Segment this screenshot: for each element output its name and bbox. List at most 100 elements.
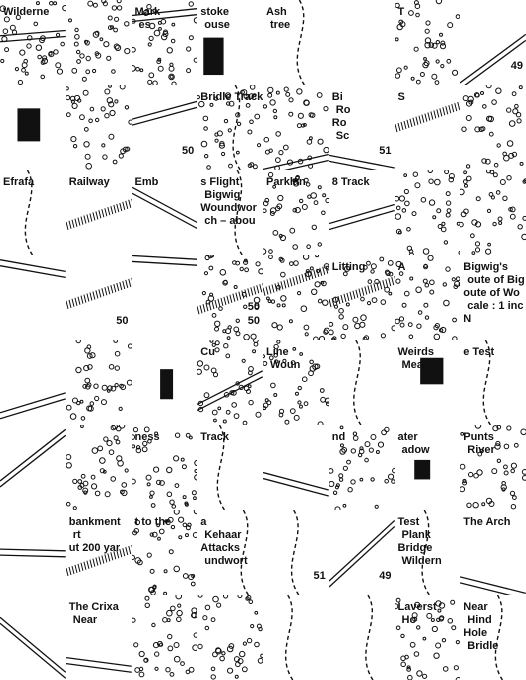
puzzle-tile-r4c3[interactable]: Cu bbox=[197, 340, 263, 425]
puzzle-tile-r0c0[interactable]: Wilderne bbox=[0, 0, 66, 85]
puzzle-tile-r2c1[interactable]: Railway bbox=[65, 170, 132, 255]
grid-reference-number: 50 bbox=[247, 301, 260, 313]
puzzle-tile-r7c0[interactable] bbox=[0, 595, 66, 680]
puzzle-tile-r3c5[interactable]: Litting bbox=[328, 255, 395, 340]
map-fragment bbox=[131, 186, 198, 230]
map-label: Bigwig bbox=[204, 189, 241, 201]
puzzle-tile-r6c5[interactable]: 49 bbox=[328, 510, 395, 595]
dashed-route bbox=[232, 85, 242, 170]
map-label: 8 Track bbox=[331, 176, 370, 188]
puzzle-tile-r3c2[interactable] bbox=[131, 255, 198, 340]
puzzle-tile-r2c0[interactable]: Efrafa bbox=[0, 170, 66, 255]
dashed-route bbox=[494, 595, 504, 680]
puzzle-tile-r7c3[interactable] bbox=[197, 595, 263, 680]
road-edge bbox=[0, 428, 66, 482]
map-label: T bbox=[397, 6, 405, 18]
map-fragment bbox=[197, 255, 263, 340]
dashed-route bbox=[240, 510, 250, 595]
woodland-pattern bbox=[65, 425, 129, 510]
puzzle-tile-r2c6[interactable] bbox=[394, 170, 461, 255]
puzzle-tile-r5c1[interactable] bbox=[65, 425, 132, 510]
puzzle-tile-r1c1[interactable] bbox=[65, 85, 132, 170]
puzzle-tile-r5c5[interactable]: nd bbox=[328, 425, 395, 510]
puzzle-tile-r5c0[interactable] bbox=[0, 425, 66, 510]
puzzle-tile-r1c0[interactable] bbox=[0, 85, 66, 170]
puzzle-tile-r4c2[interactable] bbox=[131, 340, 198, 425]
map-fragment bbox=[296, 0, 305, 85]
road-edge bbox=[65, 656, 132, 667]
puzzle-tile-r3c4[interactable] bbox=[263, 255, 329, 340]
puzzle-tile-r0c6[interactable]: T bbox=[394, 0, 461, 85]
puzzle-tile-r4c5[interactable] bbox=[328, 340, 395, 425]
puzzle-tile-r4c0[interactable] bbox=[0, 340, 66, 425]
map-fragment bbox=[131, 426, 198, 509]
dashed-route bbox=[284, 595, 294, 680]
map-label: Bigwig's bbox=[463, 261, 509, 273]
puzzle-tile-r0c1[interactable] bbox=[65, 0, 132, 85]
puzzle-tile-r5c3[interactable]: Track bbox=[197, 425, 263, 510]
puzzle-tile-r2c4[interactable]: Parklan bbox=[263, 170, 329, 255]
puzzle-tile-r2c2[interactable]: Emb bbox=[131, 170, 198, 255]
puzzle-tile-r0c5[interactable] bbox=[328, 0, 395, 85]
road-edge bbox=[328, 519, 395, 582]
puzzle-tile-r7c5[interactable] bbox=[328, 595, 395, 680]
puzzle-tile-r6c2[interactable]: t to the bbox=[131, 510, 198, 595]
puzzle-tile-r3c1[interactable]: 50 bbox=[65, 255, 132, 340]
map-fragment bbox=[460, 170, 526, 255]
puzzle-tile-r6c7[interactable]: The Arch bbox=[460, 510, 526, 595]
puzzle-tile-r5c2[interactable]: ness bbox=[131, 425, 198, 510]
puzzle-tile-r6c0[interactable] bbox=[0, 510, 66, 595]
puzzle-tile-r6c4[interactable]: 51 bbox=[263, 510, 329, 595]
woodland-pattern bbox=[67, 0, 131, 82]
woodland-pattern bbox=[131, 595, 198, 678]
dashed-route bbox=[24, 170, 34, 255]
railway-hatch bbox=[65, 198, 132, 230]
puzzle-tile-r1c7[interactable] bbox=[460, 85, 526, 170]
puzzle-tile-r1c6[interactable]: S bbox=[394, 85, 461, 170]
map-fragment bbox=[24, 170, 34, 255]
road-edge bbox=[131, 7, 198, 17]
puzzle-tile-r3c6[interactable]: A bbox=[394, 255, 461, 340]
dashed-route bbox=[352, 340, 362, 425]
puzzle-tile-r2c5[interactable]: 8 Track bbox=[328, 170, 395, 255]
puzzle-tile-r7c2[interactable] bbox=[131, 595, 198, 680]
puzzle-tile-r2c7[interactable] bbox=[460, 170, 526, 255]
road-edge bbox=[460, 33, 526, 84]
puzzle-tile-r0c7[interactable]: 49 bbox=[460, 0, 526, 85]
puzzle-tile-r1c2[interactable]: 50 bbox=[131, 85, 198, 170]
puzzle-tile-r1c4[interactable] bbox=[263, 85, 329, 170]
woodland-pattern bbox=[197, 85, 262, 170]
map-label: undwort bbox=[204, 555, 248, 567]
puzzle-tile-r5c4[interactable] bbox=[263, 425, 329, 510]
puzzle-tile-r4c7[interactable]: e Test bbox=[460, 340, 526, 425]
map-label: t to the bbox=[134, 516, 172, 528]
puzzle-tile-r3c0[interactable] bbox=[0, 255, 66, 340]
puzzle-tile-r1c3[interactable]: Bridle Track bbox=[197, 85, 263, 170]
map-label: Hole bbox=[463, 627, 488, 639]
map-label: oute of Wo bbox=[463, 287, 520, 299]
map-fragment bbox=[131, 100, 198, 126]
puzzle-tile-r7c4[interactable] bbox=[263, 595, 329, 680]
map-fragment bbox=[65, 544, 132, 577]
road-edge bbox=[328, 154, 395, 169]
map-fragment bbox=[197, 595, 263, 680]
map-fragment bbox=[0, 259, 66, 278]
puzzle-tile-r4c1[interactable] bbox=[65, 340, 132, 425]
